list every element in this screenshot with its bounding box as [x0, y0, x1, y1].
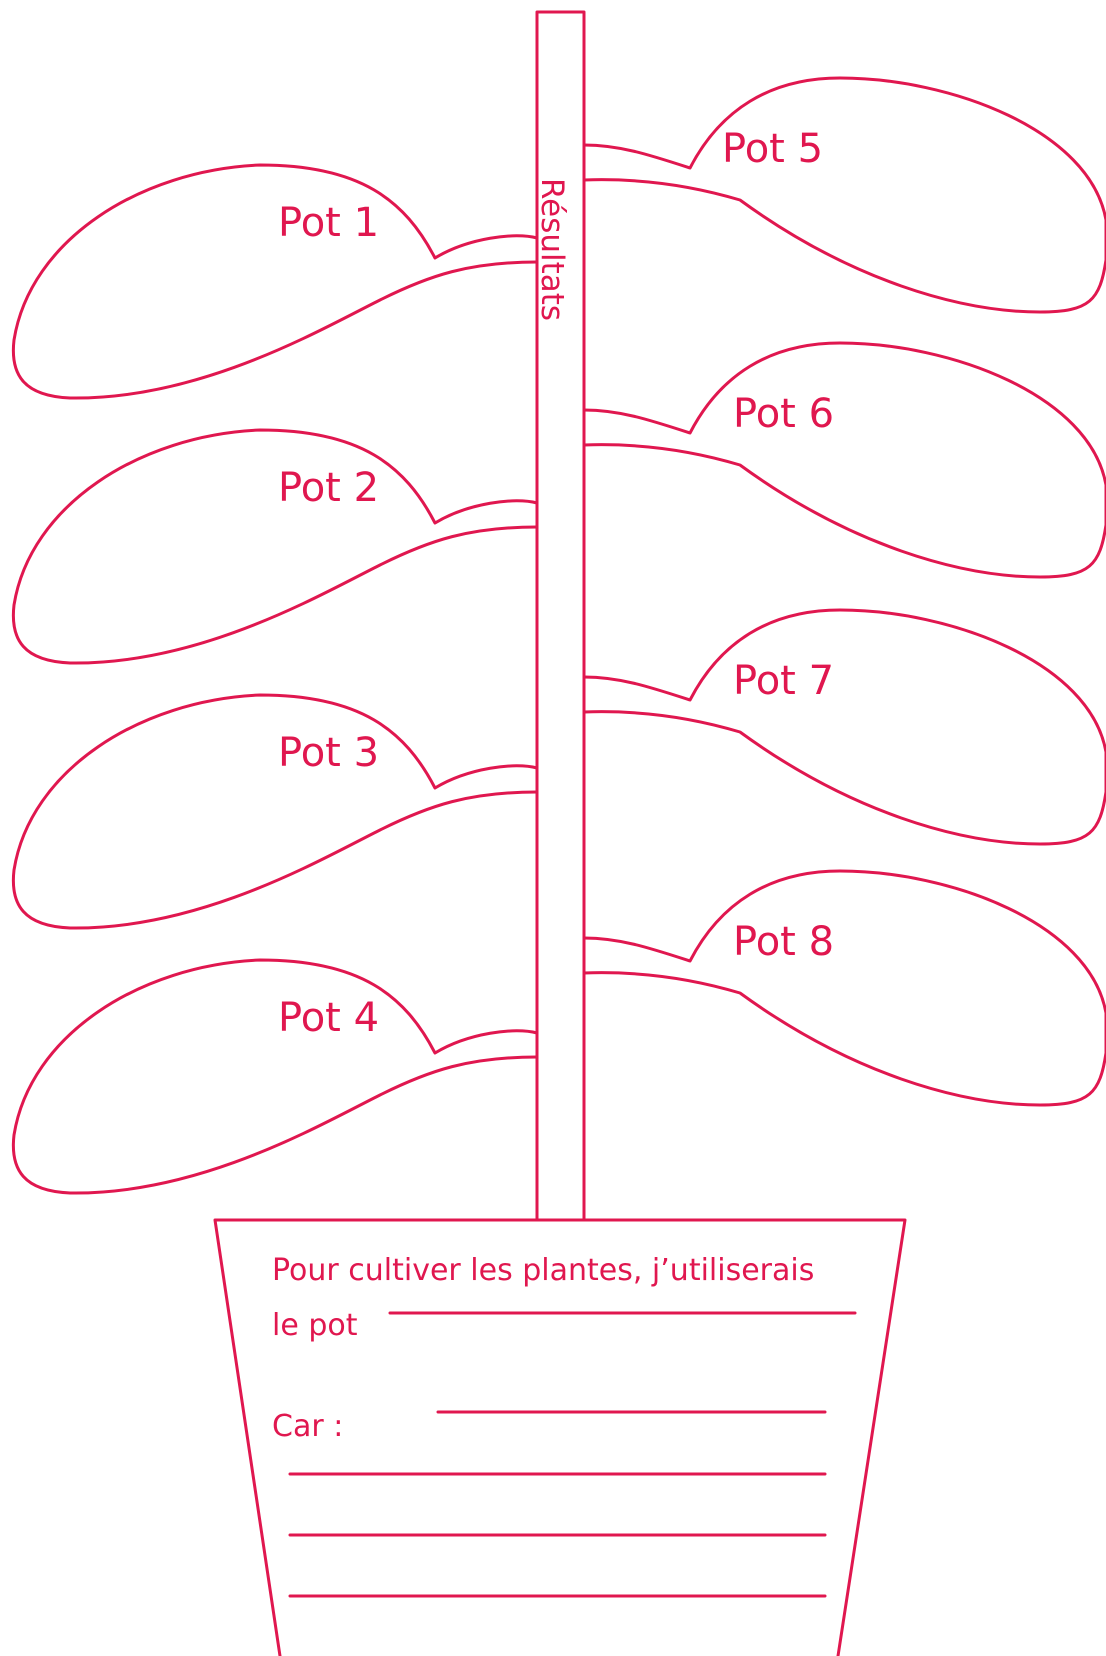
leaf-label-pot-3: Pot 3 — [278, 730, 379, 776]
leaf-pot-2: Pot 2 — [11, 428, 539, 665]
leaf-label-pot-8: Pot 8 — [733, 919, 834, 965]
leaf-pot-7: Pot 7 — [582, 608, 1106, 846]
leaf-outline — [582, 869, 1106, 1107]
leaf-outline — [11, 428, 539, 665]
pot-sentence-line-2: le pot — [272, 1308, 358, 1343]
stem: Résultats — [534, 10, 586, 1222]
leaf-label-pot-6: Pot 6 — [733, 391, 834, 437]
leaf-outline — [582, 341, 1106, 579]
pot: Pour cultiver les plantes, j’utiliserais… — [213, 1218, 907, 1656]
stem-label: Résultats — [534, 178, 570, 321]
leaf-outline — [11, 163, 539, 400]
leaf-label-pot-5: Pot 5 — [722, 126, 823, 172]
leaf-label-pot-1: Pot 1 — [278, 200, 379, 246]
leaf-pot-6: Pot 6 — [582, 341, 1106, 579]
leaf-outline — [582, 76, 1106, 314]
leaf-pot-5: Pot 5 — [582, 76, 1106, 314]
reason-label: Car : — [272, 1409, 343, 1444]
leaf-outline — [11, 958, 539, 1195]
leaf-outline — [582, 608, 1106, 846]
leaf-pot-8: Pot 8 — [582, 869, 1106, 1107]
pot-sentence-line-1: Pour cultiver les plantes, j’utiliserais — [272, 1253, 814, 1288]
stem-outline — [535, 10, 586, 1222]
leaf-pot-4: Pot 4 — [11, 958, 539, 1195]
leaf-pot-3: Pot 3 — [11, 693, 539, 930]
leaf-label-pot-7: Pot 7 — [733, 658, 834, 704]
leaf-label-pot-4: Pot 4 — [278, 995, 379, 1041]
leaf-label-pot-2: Pot 2 — [278, 465, 379, 511]
leaf-outline — [11, 693, 539, 930]
pot-outline — [213, 1218, 907, 1656]
leaf-pot-1: Pot 1 — [11, 163, 539, 400]
